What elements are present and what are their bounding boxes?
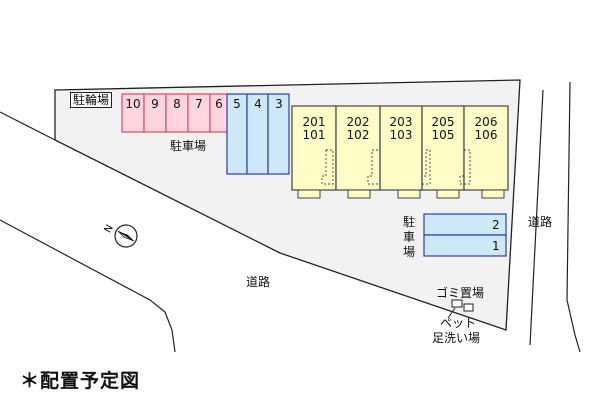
building [291,105,509,199]
porch [347,189,371,199]
parking-slot-number: 3 [275,97,283,111]
unit-label-upper: 202 [346,115,370,129]
parking-slot-number: 10 [125,97,141,111]
porch [481,189,505,199]
parking-slot-number: 8 [173,97,181,111]
parking-slot-number: 4 [254,97,262,111]
stair-outline [367,149,381,185]
page-title: ＊配置予定図 [20,370,141,392]
parking-side-group [423,213,507,257]
unit-label-lower: 101 [302,128,326,142]
unit-block [379,105,423,191]
pet-wash-leader [447,307,456,319]
parking-slot-number: 6 [215,97,223,111]
stair-outline [459,149,471,185]
unit-label-upper: 203 [389,115,413,129]
unit-label-upper: 201 [302,115,326,129]
parking-main-label: 駐車場 [170,139,207,153]
parking-slot-number: 1 [492,239,500,253]
unit-label-lower: 105 [431,128,455,142]
parking-side-label-char: 車 [402,230,415,244]
road-edge-lower [0,219,176,353]
road-edge-upper [0,111,56,141]
unit-label-lower: 106 [474,128,498,142]
unit-label-lower: 103 [389,128,413,142]
parking-slot-number: 9 [151,97,159,111]
parking-pink-group [121,93,229,133]
unit-label-upper: 205 [431,115,455,129]
compass-icon [114,224,138,248]
parking-slot-number: 5 [233,97,241,111]
road-label-east: 道路 [528,215,553,229]
unit-block [335,105,381,191]
stair-outline [321,149,334,185]
parking-slot-number: 7 [195,97,203,111]
parking-slot [423,234,507,257]
unit-block [463,105,509,191]
parking-blue-group [226,93,290,175]
porch [436,189,460,199]
stair-outline [421,149,431,185]
garbage-area-symbol [451,299,474,312]
pet-wash-label-line1: ペット [440,316,477,330]
porch [397,189,421,199]
parking-slot [267,93,290,175]
unit-label-upper: 206 [474,115,498,129]
parking-side-label-char: 場 [402,245,415,259]
bicycle-parking-label: 駐輪場 [70,92,113,108]
east-road-edge-right [566,81,581,353]
pet-wash-label-line2: 足洗い場 [432,331,481,345]
porch [297,189,321,199]
garbage-area-label: ゴミ置場 [436,286,485,300]
east-road-edge-left [529,89,544,346]
unit-block [291,105,337,191]
parking-side-label-char: 駐 [402,215,415,229]
parking-slot-number: 2 [492,218,500,232]
unit-label-lower: 102 [346,128,370,142]
compass-north-mark: N [103,223,116,235]
road-label-south: 道路 [246,275,271,289]
